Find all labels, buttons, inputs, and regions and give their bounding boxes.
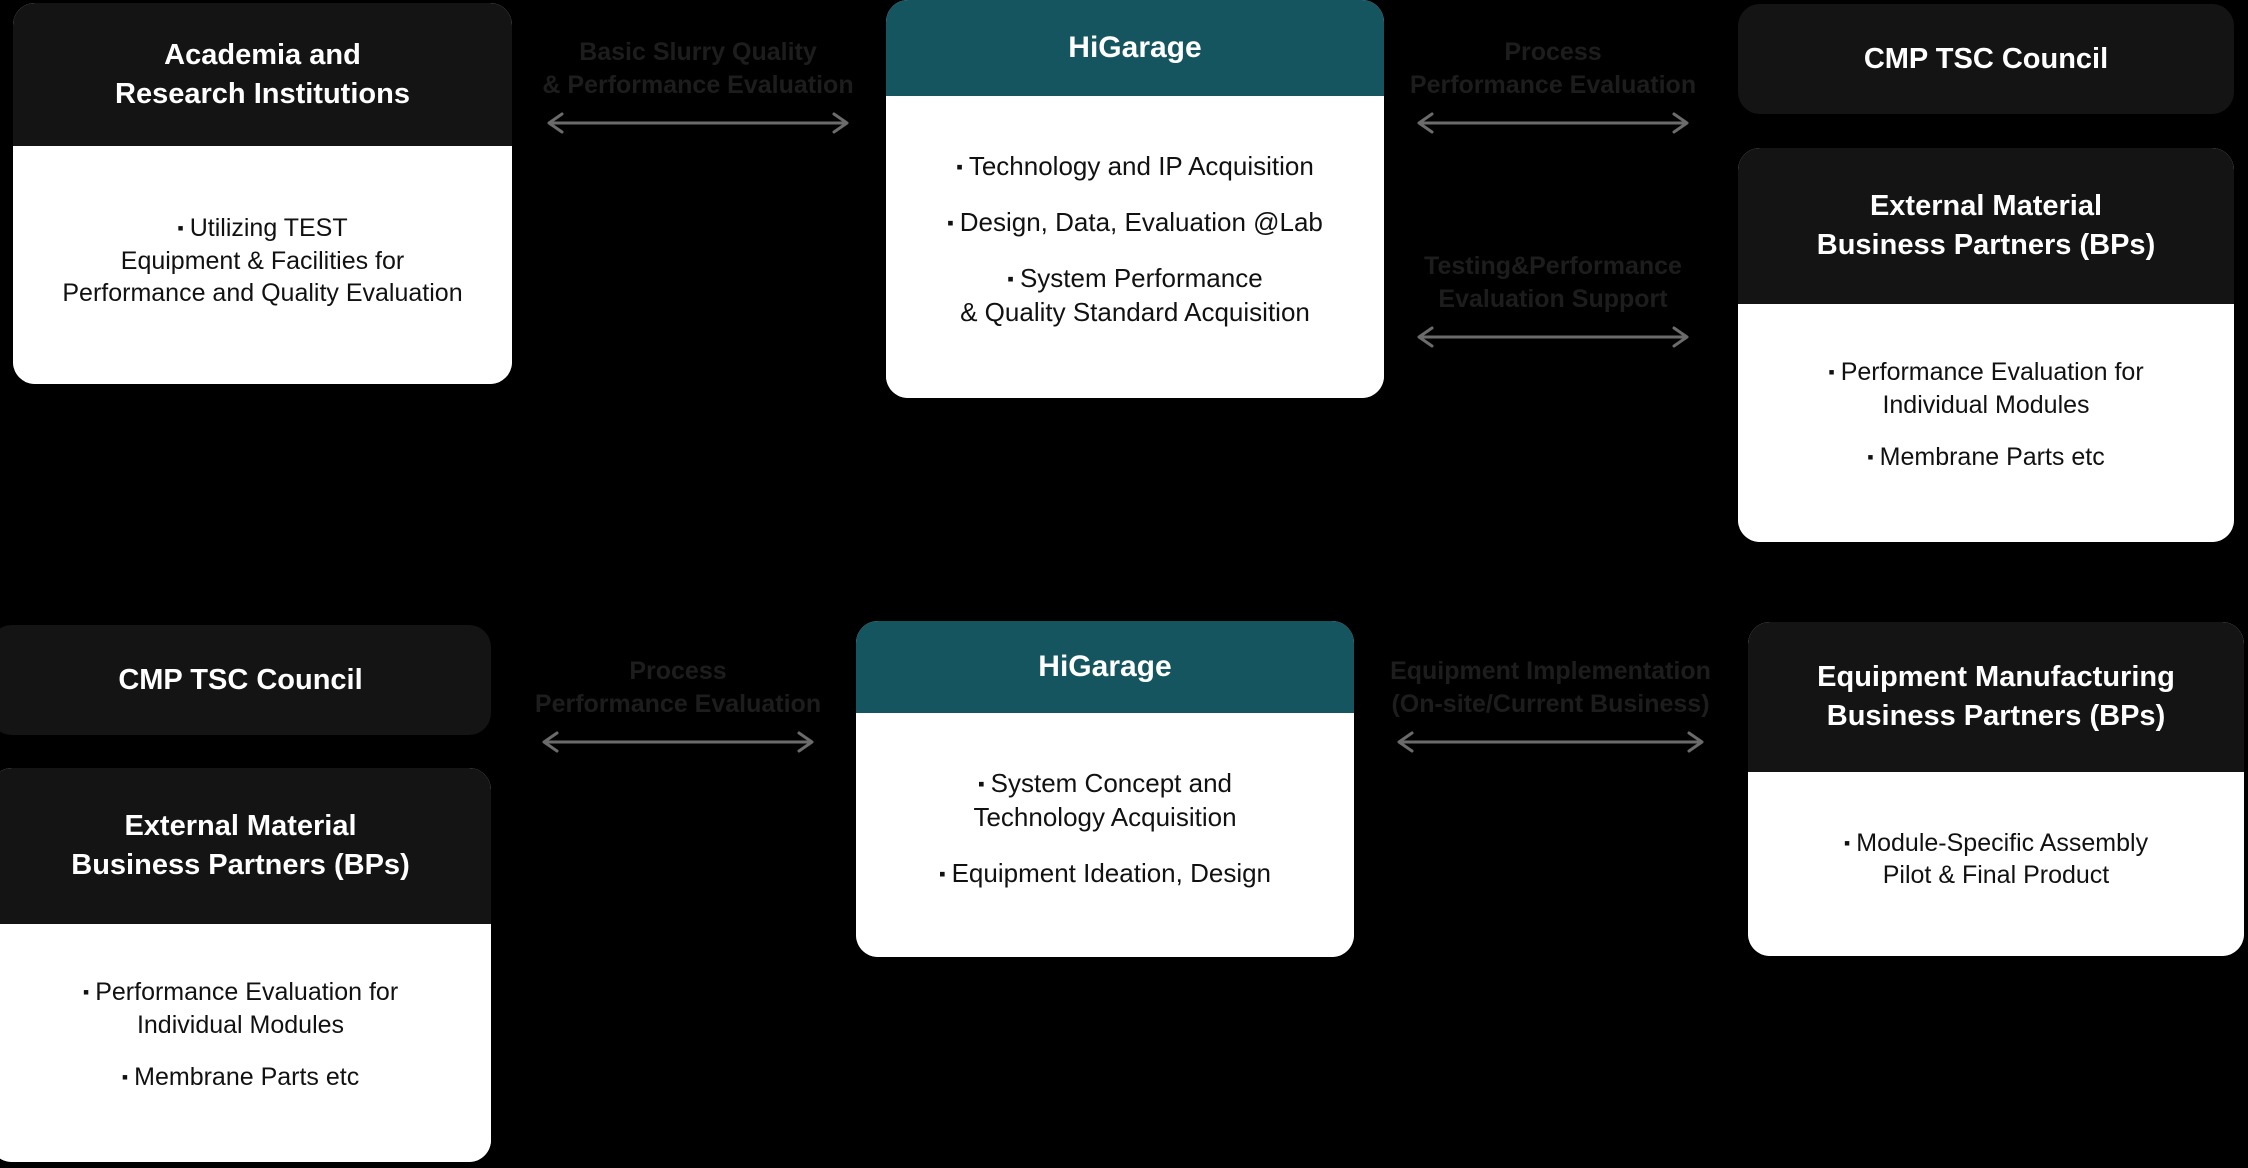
- card-title-line: Business Partners (BPs): [1826, 700, 2166, 732]
- bullet-marker-icon: ▪: [956, 156, 963, 178]
- bullet-marker-icon: ▪: [1828, 362, 1835, 383]
- bullet-text-line: Technology and IP Acquisition: [968, 151, 1314, 182]
- bullet-item: ▪Performance Evaluation for Individual M…: [83, 976, 398, 1041]
- card-title-line: CMP TSC Council: [118, 663, 363, 696]
- bullet-item: ▪Membrane Parts etc: [122, 1061, 359, 1094]
- connector-label: Basic Slurry Quality & Performance Evalu…: [542, 36, 853, 102]
- card-academia-research-institutions[interactable]: Academia and Research Institutions ▪Util…: [13, 3, 512, 384]
- bullet-text-line: Module-Specific Assembly: [1856, 828, 2149, 857]
- card-title-line: External Material: [1869, 190, 2103, 223]
- card-header: External Material Business Partners (BPs…: [0, 768, 491, 924]
- card-title-line: Business Partners (BPs): [71, 849, 410, 881]
- bullet-text-line: Individual Modules: [136, 1010, 345, 1039]
- card-body: ▪Technology and IP Acquisition ▪Design, …: [886, 96, 1384, 398]
- connector-basic-slurry-quality: Basic Slurry Quality & Performance Evalu…: [538, 36, 858, 134]
- bullet-text-line: Equipment Ideation, Design: [951, 857, 1272, 888]
- bullet-text-line: Performance and Quality Evaluation: [62, 279, 463, 308]
- connector-process-performance-evaluation-bottom: Process Performance Evaluation: [533, 655, 823, 753]
- card-cmp-tsc-council-top[interactable]: CMP TSC Council: [1738, 4, 2234, 114]
- card-body: ▪Utilizing TEST Equipment & Facilities f…: [13, 146, 512, 384]
- connector-testing-performance-evaluation-support: Testing&Performance Evaluation Support: [1408, 250, 1698, 348]
- bullet-marker-icon: ▪: [177, 218, 184, 239]
- bullet-item: ▪Membrane Parts etc: [1867, 441, 2104, 474]
- bullet-item: ▪Equipment Ideation, Design: [939, 857, 1271, 891]
- connector-label: Equipment Implementation (On-site/Curren…: [1390, 655, 1711, 721]
- card-title-line: Academia and: [164, 38, 361, 71]
- card-header: Equipment Manufacturing Business Partner…: [1748, 622, 2244, 772]
- bullet-text-line: Utilizing TEST: [189, 214, 348, 243]
- bullet-text-line: System Performance: [1019, 263, 1263, 293]
- bullet-marker-icon: ▪: [947, 212, 954, 234]
- bullet-marker-icon: ▪: [938, 862, 946, 884]
- card-header: Academia and Research Institutions: [13, 3, 512, 146]
- double-headed-arrow-icon: [1408, 326, 1698, 348]
- bullet-text-line: Individual Modules: [1882, 390, 2090, 419]
- bullet-text-line: System Concept and: [990, 768, 1232, 799]
- connector-label-line: Evaluation Support: [1438, 285, 1668, 313]
- bullet-text-line: Pilot & Final Product: [1882, 861, 2110, 889]
- connector-label-line: & Performance Evaluation: [542, 71, 854, 99]
- connector-label-line: Process: [629, 657, 727, 685]
- card-body: ▪System Concept and Technology Acquisiti…: [856, 713, 1354, 957]
- bullet-item: ▪Design, Data, Evaluation @Lab: [947, 206, 1323, 240]
- bullet-marker-icon: ▪: [1867, 447, 1874, 468]
- card-body: ▪Performance Evaluation for Individual M…: [1738, 304, 2234, 542]
- double-headed-arrow-icon: [533, 731, 823, 753]
- connector-equipment-implementation: Equipment Implementation (On-site/Curren…: [1388, 655, 1713, 753]
- double-headed-arrow-icon: [538, 112, 858, 134]
- card-title-line: HiGarage: [1038, 650, 1172, 684]
- bullet-marker-icon: ▪: [82, 982, 90, 1003]
- double-headed-arrow-icon: [1408, 112, 1698, 134]
- card-title-line: Business Partners (BPs): [1816, 229, 2156, 261]
- card-external-material-business-partners-bottom[interactable]: External Material Business Partners (BPs…: [0, 768, 491, 1162]
- bullet-marker-icon: ▪: [1007, 268, 1014, 289]
- card-header: HiGarage: [856, 621, 1354, 713]
- bullet-item: ▪System Concept and Technology Acquisiti…: [973, 767, 1236, 835]
- connector-label-line: (On-site/Current Business): [1391, 690, 1710, 718]
- bullet-text-line: Membrane Parts etc: [134, 1063, 360, 1092]
- bullet-item: ▪Module-Specific Assembly Pilot & Final …: [1844, 827, 2148, 892]
- double-headed-arrow-icon: [1388, 731, 1713, 753]
- connector-label-line: Testing&Performance: [1424, 252, 1682, 280]
- bullet-marker-icon: ▪: [121, 1067, 129, 1088]
- card-higarage-bottom[interactable]: HiGarage ▪System Concept and Technology …: [856, 621, 1354, 957]
- card-header: HiGarage: [886, 0, 1384, 96]
- bullet-item: ▪System Performance & Quality Standard A…: [960, 262, 1310, 330]
- bullet-marker-icon: ▪: [1843, 832, 1851, 853]
- bullet-text-line: Membrane Parts etc: [1879, 443, 2105, 472]
- card-higarage-top[interactable]: HiGarage ▪Technology and IP Acquisition …: [886, 0, 1384, 398]
- card-external-material-business-partners-top[interactable]: External Material Business Partners (BPs…: [1738, 148, 2234, 542]
- connector-label-line: Process: [1504, 38, 1602, 66]
- card-title-line: Equipment Manufacturing: [1817, 661, 2175, 694]
- card-body: ▪Module-Specific Assembly Pilot & Final …: [1748, 772, 2244, 956]
- bullet-text-line: Technology Acquisition: [973, 802, 1237, 833]
- connector-label: Process Performance Evaluation: [535, 655, 821, 721]
- bullet-text-line: Equipment & Facilities for: [120, 246, 405, 275]
- bullet-item: ▪Utilizing TEST Equipment & Facilities f…: [62, 212, 462, 310]
- card-equipment-manufacturing-business-partners[interactable]: Equipment Manufacturing Business Partner…: [1748, 622, 2244, 956]
- connector-process-performance-evaluation-top: Process Performance Evaluation: [1408, 36, 1698, 134]
- connector-label-line: Equipment Implementation: [1390, 657, 1711, 685]
- bullet-text-line: & Quality Standard Acquisition: [960, 296, 1310, 327]
- connector-label-line: Basic Slurry Quality: [579, 38, 817, 66]
- bullet-text-line: Performance Evaluation for: [95, 978, 399, 1007]
- card-title-line: HiGarage: [1068, 31, 1202, 65]
- card-body: ▪Performance Evaluation for Individual M…: [0, 924, 491, 1162]
- card-header: External Material Business Partners (BPs…: [1738, 148, 2234, 304]
- bullet-item: ▪Performance Evaluation for Individual M…: [1828, 356, 2143, 421]
- connector-label-line: Performance Evaluation: [534, 690, 822, 718]
- connector-label: Process Performance Evaluation: [1410, 36, 1696, 102]
- connector-label: Testing&Performance Evaluation Support: [1424, 250, 1682, 316]
- card-title-line: CMP TSC Council: [1863, 42, 2109, 75]
- connector-label-line: Performance Evaluation: [1409, 71, 1697, 99]
- card-cmp-tsc-council-bottom[interactable]: CMP TSC Council: [0, 625, 491, 735]
- bullet-item: ▪Technology and IP Acquisition: [956, 150, 1314, 184]
- card-title-line: External Material: [124, 810, 357, 843]
- bullet-text-line: Design, Data, Evaluation @Lab: [959, 207, 1323, 238]
- card-title-line: Research Institutions: [115, 77, 410, 110]
- bullet-text-line: Performance Evaluation for: [1840, 358, 2144, 387]
- bullet-marker-icon: ▪: [978, 773, 985, 795]
